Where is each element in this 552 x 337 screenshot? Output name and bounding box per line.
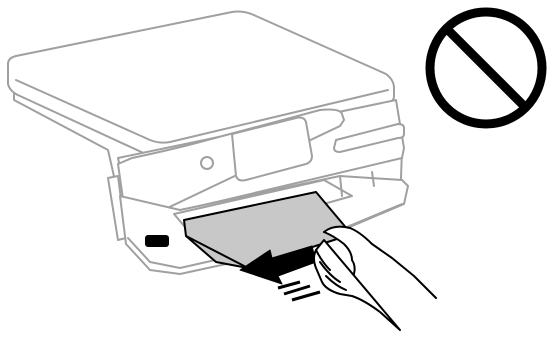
prohibition-icon — [425, 7, 547, 129]
paper-cassette — [127, 203, 403, 269]
paper-edge — [185, 235, 249, 269]
insert-arrow — [239, 245, 321, 302]
arrow-speed-lines — [277, 280, 321, 302]
display-screen — [231, 116, 313, 182]
hand-fingers — [315, 249, 347, 291]
hand-knuckle — [351, 259, 356, 275]
printer-lid-edge — [15, 79, 389, 144]
hand — [313, 225, 437, 331]
lever — [145, 235, 169, 247]
power-button — [200, 156, 214, 170]
hand-thumb — [323, 231, 353, 261]
card-slot — [333, 123, 405, 153]
hand-outline — [313, 225, 437, 331]
printer-right-edge — [339, 171, 375, 197]
